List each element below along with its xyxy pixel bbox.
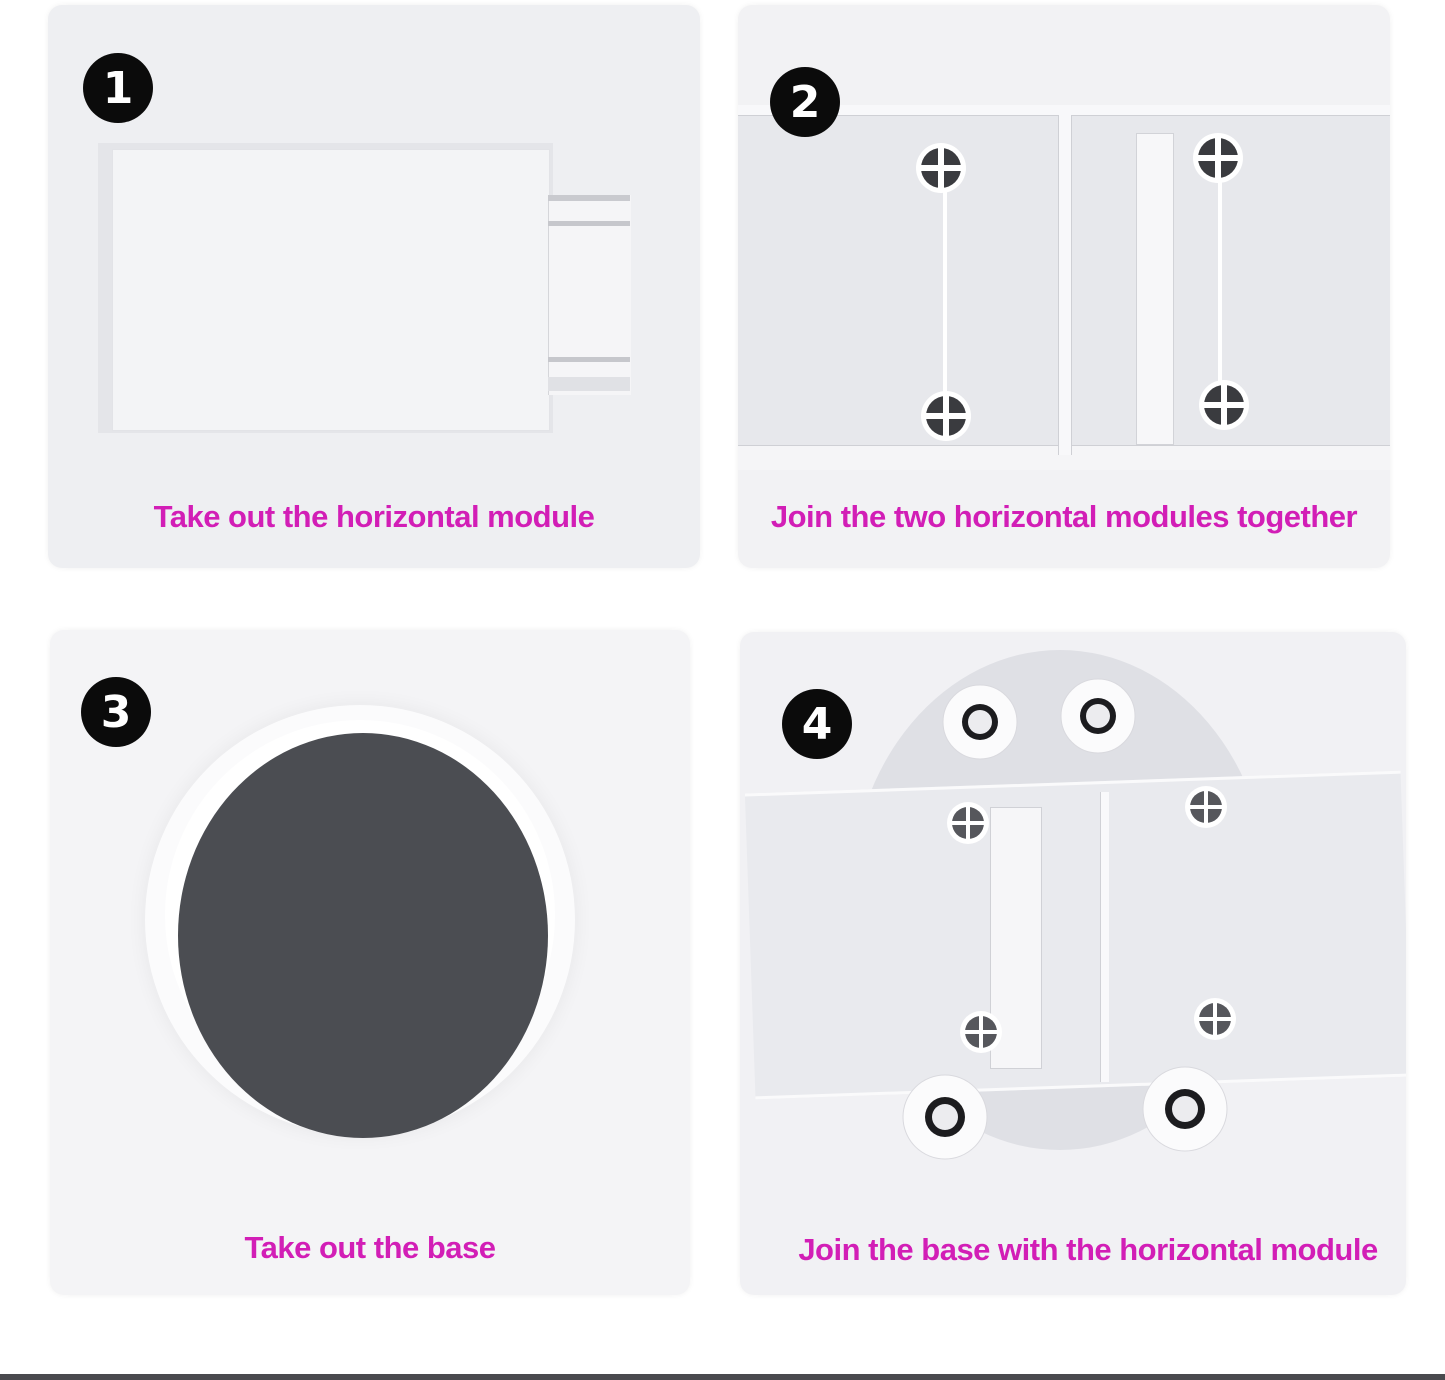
number-3-circle-icon: 3 xyxy=(81,677,151,747)
step-1-caption: Take out the horizontal module xyxy=(153,499,595,534)
cross-fastener-icon xyxy=(1194,998,1236,1040)
step-4-caption: Join the base with the horizontal module xyxy=(798,1232,1378,1267)
cross-fastener-icon xyxy=(1199,380,1249,430)
cross-fastener-icon xyxy=(1185,786,1227,828)
number-2-circle-icon: 2 xyxy=(770,67,840,137)
step-2-panel: 2 Join the two horizontal modules togeth… xyxy=(738,5,1390,568)
wheel-icon xyxy=(902,1074,988,1160)
number-1-circle-icon: 1 xyxy=(83,53,153,123)
cross-fastener-icon xyxy=(947,802,989,844)
cross-fastener-icon xyxy=(960,1011,1002,1053)
step-3-panel: 3 Take out the base xyxy=(50,630,690,1295)
step-4-panel: 4 Join the base with the horizontal modu… xyxy=(740,632,1406,1295)
wheel-icon xyxy=(1142,1066,1228,1152)
cross-fastener-icon xyxy=(1193,133,1243,183)
wheel-icon xyxy=(1060,678,1136,754)
step-1-panel: 1 Take out the horizontal module xyxy=(48,5,700,568)
bottom-edge-bar xyxy=(0,1374,1445,1380)
cross-fastener-icon xyxy=(916,143,966,193)
step-2-caption: Join the two horizontal modules together xyxy=(770,499,1358,534)
step-3-caption: Take out the base xyxy=(244,1230,496,1265)
cross-fastener-icon xyxy=(921,391,971,441)
wheel-icon xyxy=(942,684,1018,760)
number-4-circle-icon: 4 xyxy=(782,689,852,759)
